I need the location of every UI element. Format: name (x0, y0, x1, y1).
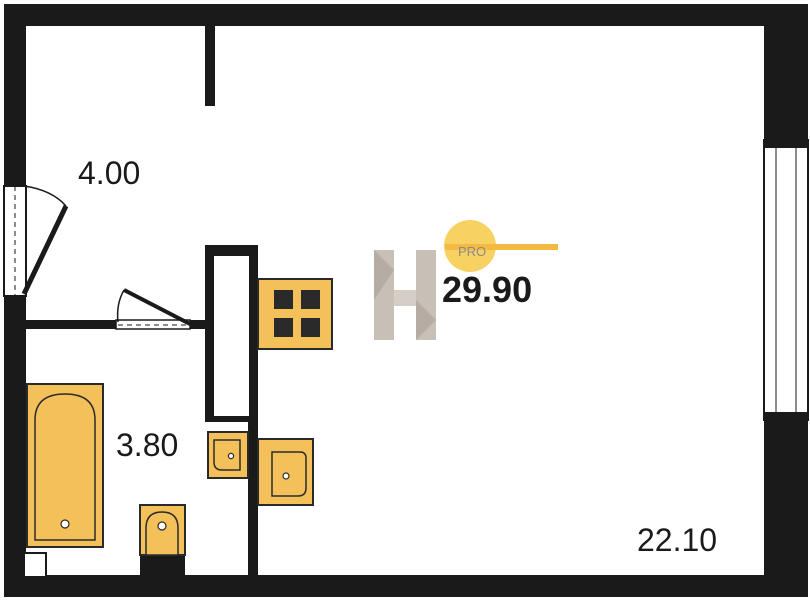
wall-right-upper (764, 4, 808, 140)
wall-bath-top-right (190, 320, 208, 329)
bath-corner (23, 552, 47, 578)
wall-top (4, 4, 808, 26)
fridge-icon (205, 245, 258, 422)
stove-icon (257, 278, 333, 350)
bathroom-door-icon (115, 288, 191, 330)
wall-bath-right (248, 420, 258, 578)
wall-bottom (4, 575, 808, 597)
living-room-area-label: 22.10 (637, 522, 717, 558)
total-area-label: 29.90 (442, 269, 532, 310)
kitchen-sink-icon (257, 438, 314, 506)
window-icon (763, 139, 809, 421)
logo-badge: PRO (458, 244, 486, 259)
wall-bath-top (24, 320, 116, 329)
wall-stub-top (205, 24, 215, 106)
wall-left-upper (4, 4, 26, 186)
bathtub-icon (26, 383, 104, 548)
entrance-door-icon (3, 185, 69, 297)
wall-right-lower (764, 420, 808, 596)
logo-icon: PRO (374, 220, 558, 340)
toilet-icon (139, 504, 186, 556)
toilet-base (140, 553, 185, 577)
bathroom-sink-icon (207, 431, 249, 479)
hallway-area-label: 4.00 (78, 155, 140, 191)
wall-left-lower (4, 296, 26, 596)
bathroom-area-label: 3.80 (116, 427, 178, 463)
interior-walls (23, 24, 258, 578)
outer-walls (4, 4, 808, 597)
